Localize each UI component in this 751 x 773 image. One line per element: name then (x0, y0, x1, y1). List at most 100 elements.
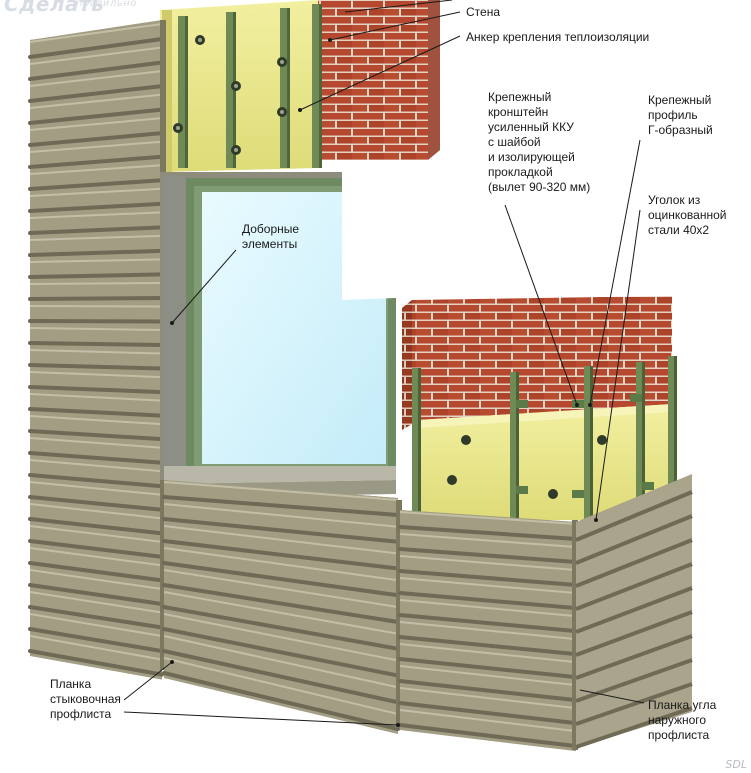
window (160, 172, 396, 498)
vertical-profile (510, 372, 518, 520)
siding-board-highlight (29, 591, 163, 614)
siding-corner-groove (575, 586, 693, 634)
label-bracket: Крепежный кронштейн усиленный ККУ с шайб… (488, 90, 591, 194)
siding-board-groove (28, 605, 164, 630)
vertical-profile (412, 368, 420, 520)
bracket (630, 394, 642, 402)
siding-center (162, 480, 402, 735)
siding-board-highlight (29, 117, 163, 131)
vertical-profile-edge (287, 8, 290, 168)
vertical-profile (636, 362, 644, 520)
leader-lines (123, 0, 645, 726)
siding-board-groove (398, 679, 578, 703)
siding-board-highlight (163, 503, 399, 528)
siding-board-groove (162, 649, 400, 705)
siding-board-highlight (399, 599, 577, 618)
vertical-profile-edge (674, 356, 677, 520)
siding-board-groove (28, 107, 164, 125)
siding-board-groove (28, 178, 164, 191)
siding-board-highlight (399, 687, 577, 710)
siding-board-highlight (29, 415, 163, 426)
siding-board-highlight (29, 349, 163, 355)
siding-corner-groove (575, 682, 693, 726)
vertical-profile (178, 16, 187, 168)
siding-corner-groove (575, 490, 693, 542)
siding-board-highlight (29, 258, 163, 263)
siding-board-highlight (399, 621, 577, 641)
siding-board-highlight (163, 525, 399, 555)
siding-board-groove (28, 627, 164, 654)
siding-board-groove (398, 723, 578, 749)
vertical-profile (226, 12, 235, 168)
siding-board-highlight (29, 481, 163, 496)
siding-board-highlight (163, 591, 399, 635)
siding-board-groove (28, 131, 164, 147)
insulation-anchor-center (198, 38, 202, 42)
siding-board-groove (162, 583, 400, 625)
siding-board-highlight (399, 709, 577, 733)
siding-board-highlight (399, 665, 577, 687)
insulation-anchor-center (280, 110, 284, 114)
siding-corner-groove (575, 610, 693, 657)
watermark-corner: SDL (725, 758, 747, 771)
siding-board-groove (162, 627, 400, 678)
siding-board-highlight (163, 547, 399, 582)
siding-board-highlight (399, 577, 577, 595)
label-corner-steel: Уголок из оцинкованной стали 40х2 (648, 193, 727, 237)
vertical-profile-edge (642, 362, 645, 520)
siding-board-groove (28, 37, 164, 59)
brick-wall-lower (402, 296, 672, 430)
siding-board-groove (162, 561, 400, 598)
label-extra-elements: Доборные элементы (242, 222, 300, 251)
siding-board-highlight (29, 234, 163, 241)
label-joint-strip: Планка стыковочная профлиста (50, 677, 121, 721)
label-insulation-anchor: Анкер крепления теплоизоляции (466, 30, 650, 44)
siding-board-groove (162, 495, 400, 517)
siding-board-highlight (29, 635, 163, 661)
siding-board-groove (398, 591, 578, 611)
siding-board-highlight (29, 327, 163, 332)
bracket (642, 482, 654, 490)
vertical-profile-edge (590, 366, 593, 520)
siding-board-highlight (29, 525, 163, 543)
siding-board-highlight (29, 281, 163, 285)
siding-board-highlight (29, 187, 163, 197)
label-outer-corner-strip: Планка угла наружного профлиста (648, 698, 717, 742)
siding-board-groove (28, 272, 164, 279)
siding-corner-groove (575, 634, 693, 680)
siding-right-edge (572, 520, 578, 750)
insulation-anchor (548, 489, 558, 499)
insulation-anchor-center (234, 84, 238, 88)
siding-board-highlight (399, 555, 577, 572)
bracket (572, 490, 584, 498)
siding-board-groove (398, 613, 578, 634)
siding-board-groove (28, 473, 164, 489)
siding-board-highlight (29, 393, 163, 402)
siding-board-groove (28, 451, 164, 465)
vertical-profile (584, 366, 592, 520)
siding-board-groove (28, 429, 164, 442)
siding-board-highlight (29, 23, 163, 43)
siding-board-groove (162, 605, 400, 651)
vertical-profile (312, 4, 321, 168)
siding-board-groove (162, 517, 400, 544)
watermark-logo: Сделать правильно (4, 0, 137, 16)
siding-board-groove (28, 495, 164, 512)
siding-board-groove (398, 701, 578, 726)
siding-board-groove (28, 385, 164, 395)
siding-board-groove (398, 569, 578, 588)
siding-board-highlight (29, 46, 163, 65)
siding-board-highlight (163, 481, 399, 501)
siding-board-groove (28, 154, 164, 169)
siding-board-highlight (29, 140, 163, 153)
siding-board-highlight (29, 437, 163, 449)
siding-board-groove (28, 84, 164, 103)
siding-right (398, 510, 578, 752)
siding-board-highlight (163, 657, 399, 716)
profiles-upper (173, 4, 322, 168)
insulation-anchor (447, 475, 457, 485)
siding-corner-groove (575, 562, 693, 611)
siding-corner (575, 474, 693, 749)
